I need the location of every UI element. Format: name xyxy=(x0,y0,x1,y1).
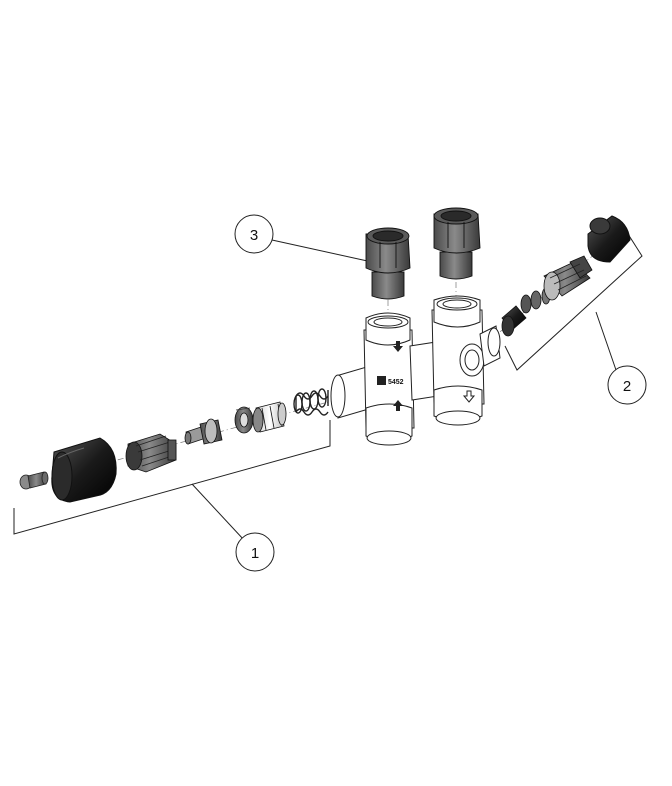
union-nut-right xyxy=(433,207,481,280)
callout-1: 1 xyxy=(235,532,275,572)
centerlines xyxy=(29,239,613,485)
spindle-head xyxy=(125,433,177,473)
body-marking: 5452 xyxy=(377,376,404,386)
body-marking-text: 5452 xyxy=(388,379,404,386)
callout-3-label: 3 xyxy=(250,227,258,244)
spindle-stem-right xyxy=(501,305,527,337)
check-insert xyxy=(252,401,287,433)
callout-3: 3 xyxy=(234,214,274,254)
callout-2: 2 xyxy=(607,365,647,405)
handle-cap xyxy=(51,437,117,503)
screw xyxy=(19,471,49,490)
handle-cap-right xyxy=(587,215,631,263)
flow-arrows xyxy=(393,341,476,411)
valve-body xyxy=(330,295,501,446)
spring xyxy=(293,388,329,416)
callout-2-label: 2 xyxy=(623,378,631,395)
callout-3-leader xyxy=(271,239,373,263)
spindle-stem xyxy=(184,418,223,445)
callout-1-bracket xyxy=(13,420,331,541)
callout-1-label: 1 xyxy=(251,545,259,562)
spindle-head-right xyxy=(543,255,593,301)
callout-2-bracket xyxy=(504,233,643,371)
union-nut-left xyxy=(365,227,411,300)
retaining-ring xyxy=(234,406,254,434)
